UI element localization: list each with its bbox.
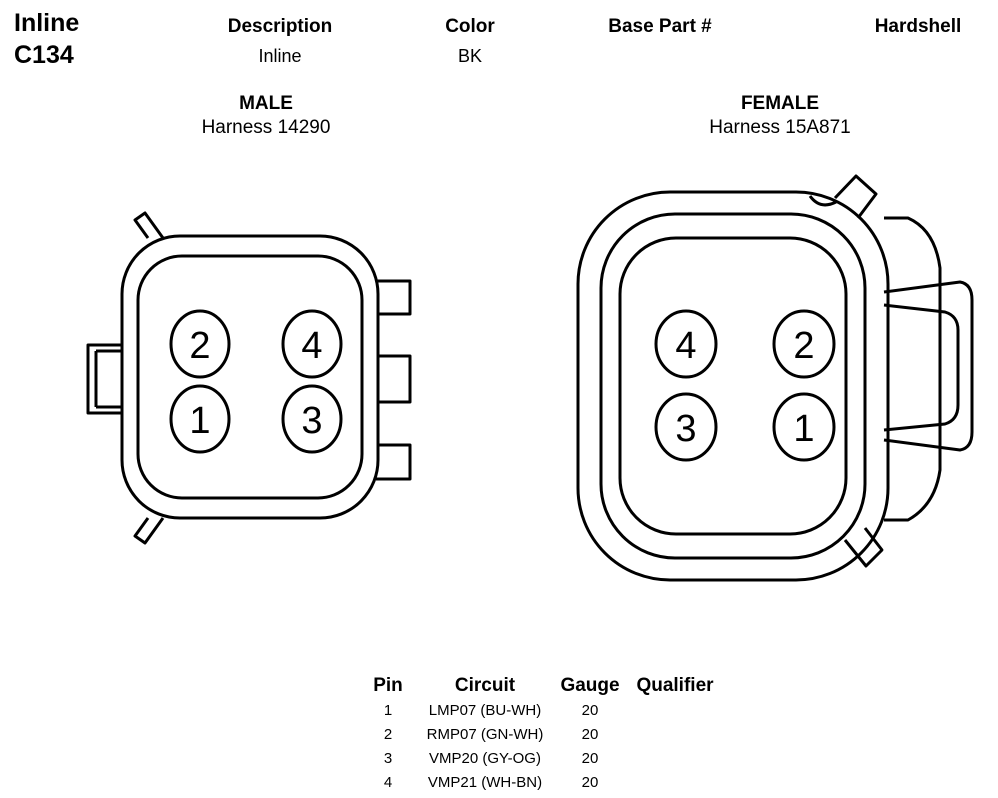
hardshell-label: Hardshell <box>874 16 962 37</box>
table-row: 1 LMP07 (BU-WH) 20 <box>360 698 724 722</box>
female-pin-number: 1 <box>793 408 814 450</box>
gauge-cell: 20 <box>581 749 599 767</box>
color-value: BK <box>457 46 482 66</box>
gauge-cell: 20 <box>581 701 599 719</box>
male-bottom-ear <box>133 517 165 545</box>
female-top-notch <box>808 195 837 207</box>
male-pin-number: 4 <box>301 325 322 367</box>
connector-title-line1: Inline <box>14 9 80 37</box>
female-pin-hole <box>772 309 836 379</box>
male-harness: Harness 14290 <box>201 117 331 138</box>
male-left-latch <box>86 343 122 415</box>
gauge-column-header: Gauge <box>560 675 620 696</box>
pin-column-header: Pin <box>373 675 403 696</box>
pin-table: Pin Circuit Gauge Qualifier 1 LMP07 (BU-… <box>360 674 724 794</box>
pin-cell: 1 <box>383 701 393 719</box>
male-connector <box>86 211 412 545</box>
male-pin-hole <box>281 384 343 454</box>
pin-cell: 3 <box>383 749 393 767</box>
gauge-cell: 20 <box>581 773 599 791</box>
color-label: Color <box>445 16 495 37</box>
female-right-frame <box>884 216 942 522</box>
male-label: MALE <box>239 93 293 114</box>
qualifier-cell <box>626 770 724 794</box>
female-pin-number: 4 <box>675 325 696 367</box>
female-top-ear <box>833 174 878 219</box>
female-pin-hole <box>654 309 718 379</box>
female-pin-number: 2 <box>793 325 814 367</box>
qualifier-cell <box>626 722 724 746</box>
table-row: 2 RMP07 (GN-WH) 20 <box>360 722 724 746</box>
female-pin-hole <box>654 392 718 462</box>
circuit-cell: VMP21 (WH-BN) <box>427 773 543 791</box>
qualifier-cell <box>626 698 724 722</box>
base-part-label: Base Part # <box>608 16 712 37</box>
circuit-cell: LMP07 (BU-WH) <box>428 701 542 719</box>
male-right-tab-bottom <box>376 443 412 481</box>
table-row: 4 VMP21 (WH-BN) 20 <box>360 770 724 794</box>
female-housing-outer <box>576 190 890 582</box>
gauge-cell: 20 <box>581 725 599 743</box>
qualifier-cell <box>626 746 724 770</box>
female-harness: Harness 15A871 <box>709 117 851 138</box>
pin-cell: 4 <box>383 773 393 791</box>
female-pin-number: 3 <box>675 408 696 450</box>
male-top-ear <box>133 211 165 239</box>
male-right-tab-mid <box>378 354 412 404</box>
female-housing-middle <box>599 212 867 560</box>
pin-cell: 2 <box>383 725 393 743</box>
circuit-cell: RMP07 (GN-WH) <box>426 725 544 743</box>
female-label: FEMALE <box>740 93 820 114</box>
description-label: Description <box>227 16 333 37</box>
male-pin-number: 2 <box>189 325 210 367</box>
male-housing-outer <box>120 234 380 520</box>
female-bottom-ear <box>843 527 884 568</box>
male-pin-hole <box>281 309 343 379</box>
male-pin-hole <box>169 309 231 379</box>
female-pin-hole <box>772 392 836 462</box>
circuit-column-header: Circuit <box>454 675 516 696</box>
male-pin-number: 3 <box>301 400 322 442</box>
qualifier-column-header: Qualifier <box>636 675 714 696</box>
table-row: 3 VMP20 (GY-OG) 20 <box>360 746 724 770</box>
circuit-cell: VMP20 (GY-OG) <box>429 749 541 767</box>
male-right-tab-top <box>376 279 412 316</box>
male-pin-number: 1 <box>189 400 210 442</box>
description-value: Inline <box>258 46 302 66</box>
male-housing-inner <box>136 254 364 500</box>
male-pin-hole <box>169 384 231 454</box>
female-housing-inner <box>618 236 848 536</box>
female-connector <box>576 174 974 582</box>
pin-table-header: Pin Circuit Gauge Qualifier <box>360 674 724 698</box>
connector-title-line2: C134 <box>14 41 74 69</box>
